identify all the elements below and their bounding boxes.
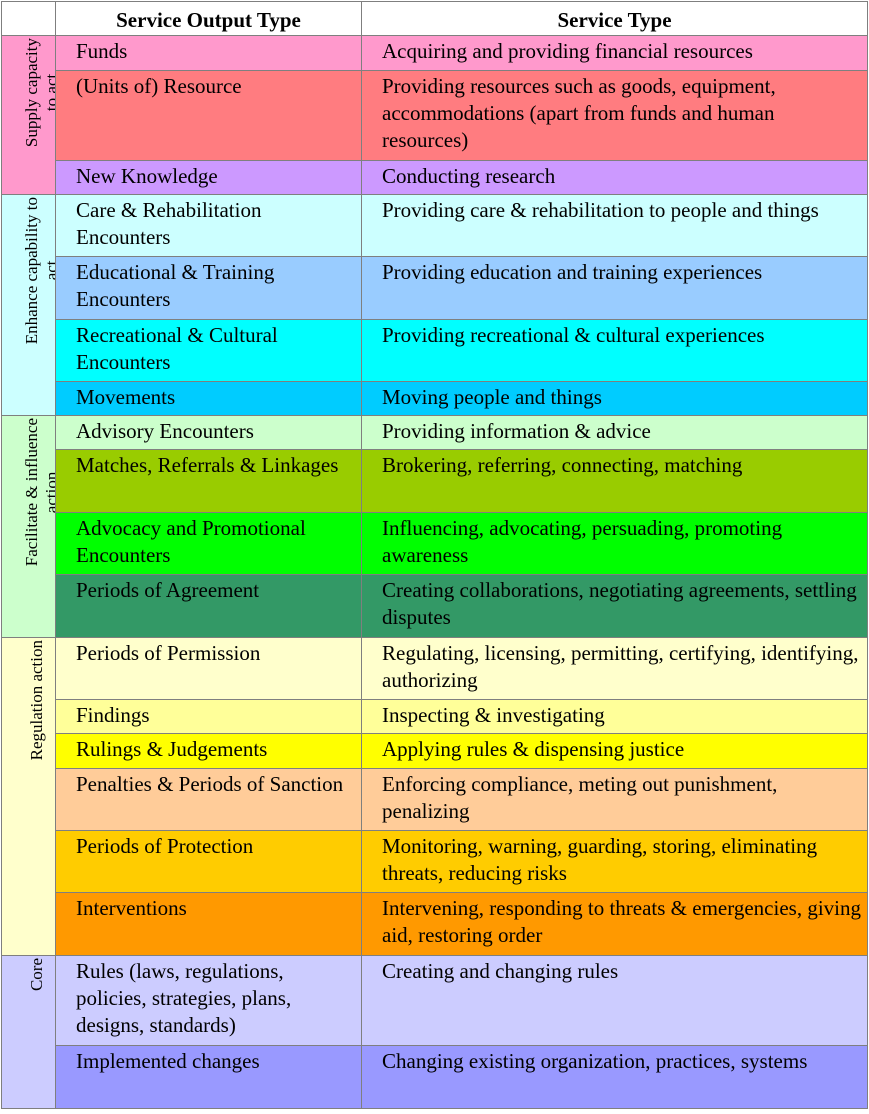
- group-label-cell: Regulation action: [1, 637, 56, 956]
- group-label-line: act: [42, 260, 56, 281]
- service-output-cell: Movements: [55, 381, 362, 416]
- service-output-cell: Rules (laws, regulations, policies, stra…: [55, 955, 362, 1046]
- type-column-header: Service Type: [361, 1, 868, 36]
- service-output-cell: Advocacy and Promotional Encounters: [55, 512, 362, 575]
- service-type-cell: Monitoring, warning, guarding, storing, …: [361, 830, 868, 893]
- header-row: Service Output Type Service Type: [1, 1, 868, 36]
- service-output-cell: Findings: [55, 699, 362, 734]
- service-output-cell: Funds: [55, 35, 362, 71]
- service-type-cell: Creating and changing rules: [361, 955, 868, 1046]
- group-label-line: to act: [42, 73, 56, 112]
- service-type-cell: Providing care & rehabilitation to peopl…: [361, 194, 868, 257]
- service-output-cell: Rulings & Judgements: [55, 733, 362, 769]
- service-output-cell: Periods of Agreement: [55, 574, 362, 638]
- service-type-cell: Creating collaborations, negotiating agr…: [361, 574, 868, 638]
- service-type-cell: Brokering, referring, connecting, matchi…: [361, 449, 868, 513]
- table-row: Core Rules (laws, regulations, policies, …: [1, 955, 868, 1109]
- service-output-cell: Periods of Protection: [55, 830, 362, 893]
- group-label-line: action: [42, 471, 56, 513]
- group-label-cell: Core: [1, 955, 56, 1109]
- service-type-cell: Applying rules & dispensing justice: [361, 733, 868, 769]
- service-type-cell: Acquiring and providing financial resour…: [361, 35, 868, 71]
- service-type-cell: Influencing, advocating, persuading, pro…: [361, 512, 868, 575]
- service-type-cell: Moving people and things: [361, 381, 868, 416]
- service-type-cell: Providing information & advice: [361, 415, 868, 450]
- service-output-cell: Matches, Referrals & Linkages: [55, 449, 362, 513]
- service-output-cell: (Units of) Resource: [55, 70, 362, 161]
- group-label-line: Core: [26, 958, 46, 992]
- service-output-cell: Care & Rehabilitation Encounters: [55, 194, 362, 257]
- corner-cell: [1, 1, 56, 36]
- group-label-line: Regulation action: [26, 640, 46, 761]
- group-label: Core: [27, 958, 47, 991]
- group-label-line: Supply capacity: [22, 38, 41, 148]
- service-output-cell: Penalties & Periods of Sanction: [55, 768, 362, 831]
- service-type-cell: Enforcing compliance, meting out punishm…: [361, 768, 868, 831]
- service-type-cell: Changing existing organization, practice…: [361, 1045, 868, 1109]
- service-type-cell: Regulating, licensing, permitting, certi…: [361, 637, 868, 700]
- service-output-cell: Implemented changes: [55, 1045, 362, 1109]
- service-type-cell: Providing resources such as goods, equip…: [361, 70, 868, 161]
- service-type-cell: Inspecting & investigating: [361, 699, 868, 734]
- group-label: Regulation action: [27, 640, 47, 760]
- group-label-line: Enhance capability to: [22, 197, 41, 345]
- output-column-header: Service Output Type: [55, 1, 362, 36]
- service-type-cell: Intervening, responding to threats & eme…: [361, 892, 868, 956]
- service-output-cell: Periods of Permission: [55, 637, 362, 700]
- service-output-cell: Interventions: [55, 892, 362, 956]
- group-label-line: Facilitate & influence: [22, 418, 41, 567]
- service-output-cell: Recreational & Cultural Encounters: [55, 319, 362, 382]
- service-type-cell: Providing recreational & cultural experi…: [361, 319, 868, 382]
- service-type-cell: Providing education and training experie…: [361, 256, 868, 320]
- service-output-cell: Educational & Training Encounters: [55, 256, 362, 320]
- service-type-cell: Conducting research: [361, 160, 868, 195]
- service-output-cell: New Knowledge: [55, 160, 362, 195]
- service-output-cell: Advisory Encounters: [55, 415, 362, 450]
